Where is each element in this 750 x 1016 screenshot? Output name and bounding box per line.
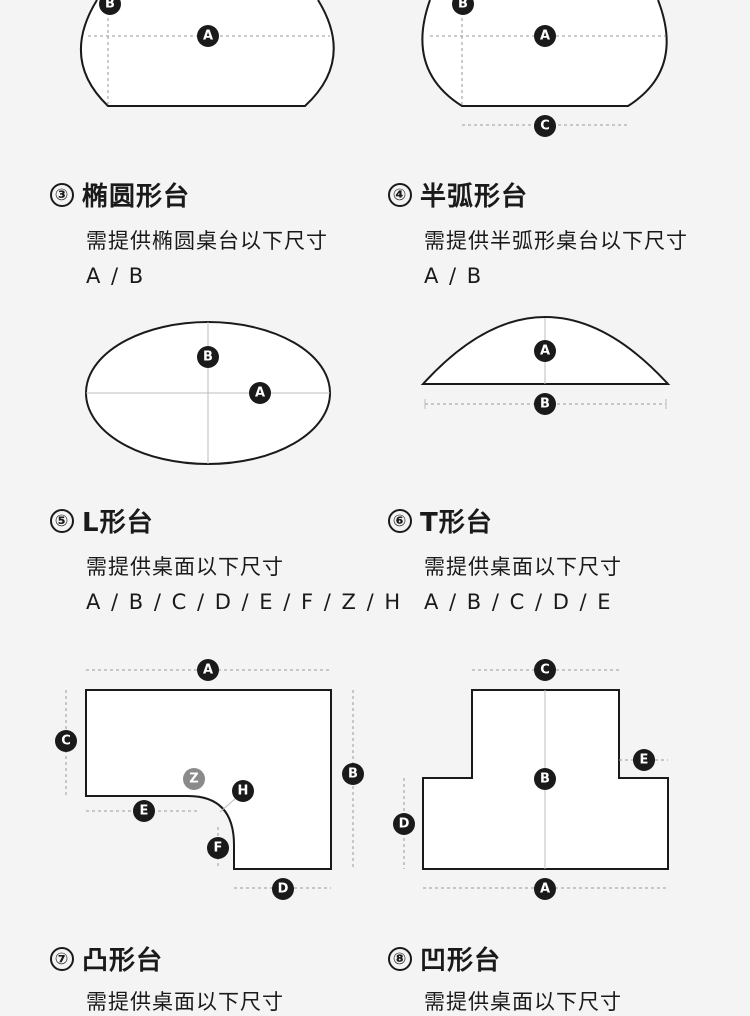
section-8-subtitle: 需提供桌面以下尺寸 — [424, 990, 622, 1014]
svg-text:B: B — [105, 0, 115, 12]
svg-text:C: C — [540, 663, 550, 678]
half-arc-table-diagram: A B — [420, 316, 671, 415]
section-5-subtitle: 需提供桌面以下尺寸 — [86, 555, 284, 579]
svg-text:B: B — [540, 397, 550, 412]
section-title-text: 半弧形台 — [420, 182, 529, 212]
badge-a: A — [534, 340, 556, 362]
section-number: ④ — [388, 182, 412, 207]
section-4-subtitle: 需提供半弧形桌台以下尺寸 — [424, 229, 688, 253]
section-7-subtitle: 需提供桌面以下尺寸 — [86, 990, 284, 1014]
badge-b: B — [197, 346, 219, 368]
svg-text:A: A — [203, 29, 213, 44]
svg-text:D: D — [278, 882, 289, 897]
section-title-text: 凹形台 — [420, 946, 502, 976]
svg-text:H: H — [238, 784, 249, 799]
badge-a: A — [249, 382, 271, 404]
section-number: ⑥ — [388, 508, 412, 533]
badge-b: B — [534, 768, 556, 790]
svg-text:A: A — [540, 882, 550, 897]
badge-d: D — [393, 813, 415, 835]
svg-text:A: A — [540, 344, 550, 359]
badge-a: A — [534, 878, 556, 900]
badge-e: E — [133, 800, 155, 822]
section-number: ③ — [50, 182, 74, 207]
section-6-dims: A / B / C / D / E — [424, 590, 613, 614]
top-right-table-shape: B A C — [421, 0, 668, 137]
section-title-text: T形台 — [420, 508, 493, 538]
svg-text:F: F — [214, 841, 223, 856]
svg-text:D: D — [399, 817, 410, 832]
svg-text:E: E — [140, 804, 149, 819]
badge-d: D — [272, 878, 294, 900]
section-title-text: 椭圆形台 — [82, 182, 191, 212]
svg-text:B: B — [348, 767, 358, 782]
badge-c: C — [534, 115, 556, 137]
l-shape-table-diagram: A B C Z H E F D — [55, 659, 364, 900]
section-8-title: ⑧ 凹形台 — [388, 940, 501, 977]
section-title-text: L形台 — [82, 508, 154, 538]
svg-text:A: A — [255, 386, 265, 401]
badge-h: H — [232, 780, 254, 802]
section-number: ⑧ — [388, 946, 412, 971]
section-number: ⑤ — [50, 508, 74, 533]
badge-b: B — [99, 0, 121, 15]
section-number: ⑦ — [50, 946, 74, 971]
section-5-dims: A / B / C / D / E / F / Z / H — [86, 590, 403, 614]
svg-text:E: E — [640, 753, 649, 768]
badge-c: C — [534, 659, 556, 681]
section-4-title: ④ 半弧形台 — [388, 176, 528, 213]
badge-a: A — [197, 659, 219, 681]
section-7-title: ⑦ 凸形台 — [50, 940, 163, 977]
svg-text:Z: Z — [189, 772, 198, 787]
section-3-title: ③ 椭圆形台 — [50, 176, 190, 213]
svg-text:A: A — [203, 663, 213, 678]
svg-text:C: C — [61, 734, 71, 749]
svg-text:B: B — [203, 350, 213, 365]
section-5-title: ⑤ L形台 — [50, 502, 154, 539]
badge-b: B — [452, 0, 474, 15]
section-6-title: ⑥ T形台 — [388, 502, 493, 539]
ellipse-table-diagram: B A — [85, 321, 331, 465]
svg-text:B: B — [458, 0, 468, 12]
badge-b: B — [342, 763, 364, 785]
badge-f: F — [207, 837, 229, 859]
svg-text:B: B — [540, 772, 550, 787]
section-4-dims: A / B — [424, 264, 484, 288]
section-6-subtitle: 需提供桌面以下尺寸 — [424, 555, 622, 579]
section-3-subtitle: 需提供椭圆桌台以下尺寸 — [86, 229, 328, 253]
badge-a: A — [534, 25, 556, 47]
top-left-table-shape: B A — [79, 0, 335, 107]
t-shape-table-diagram: C B E D A — [393, 659, 669, 900]
badge-b: B — [534, 393, 556, 415]
badge-z: Z — [183, 768, 205, 790]
svg-text:A: A — [540, 29, 550, 44]
section-title-text: 凸形台 — [82, 946, 164, 976]
svg-text:C: C — [540, 119, 550, 134]
badge-a: A — [197, 25, 219, 47]
badge-c: C — [55, 730, 77, 752]
section-3-dims: A / B — [86, 264, 146, 288]
badge-e: E — [633, 749, 655, 771]
